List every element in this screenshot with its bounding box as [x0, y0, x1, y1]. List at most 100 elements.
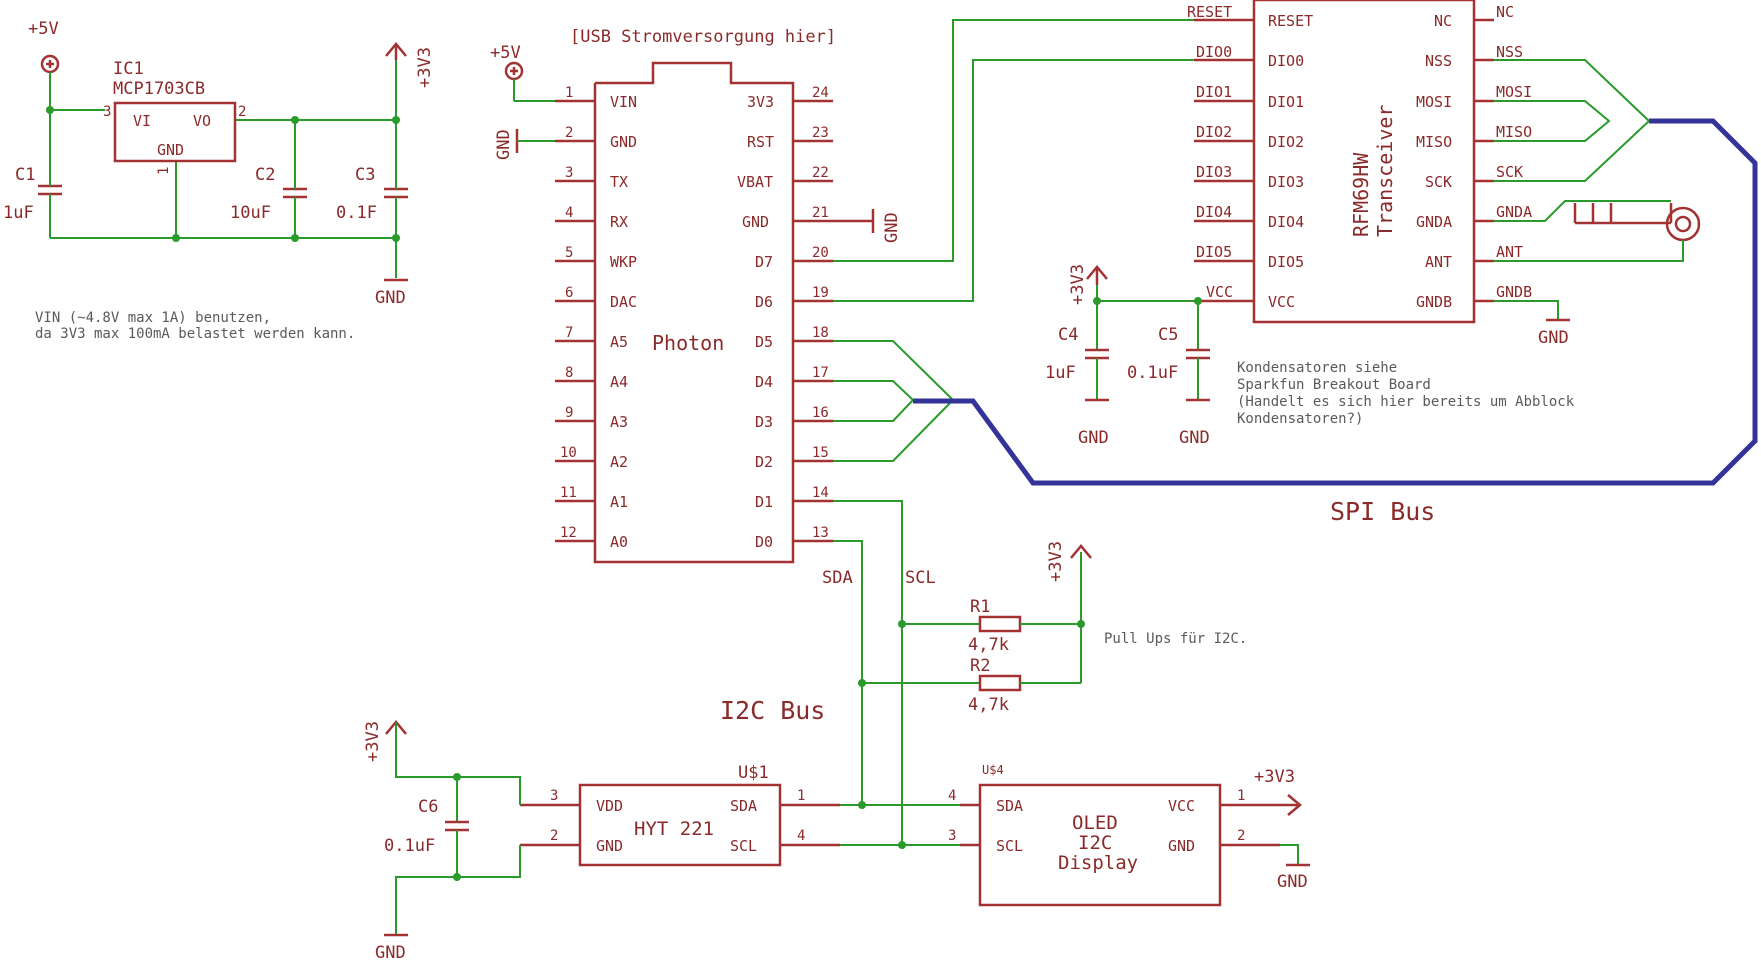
svg-text:2: 2 [550, 828, 558, 844]
rfm-pin-ant: ANT ANT [1425, 243, 1523, 271]
regulator-pin1-num: 1 [156, 167, 172, 175]
rfm-note-line4: Kondensatoren?) [1237, 411, 1363, 427]
resistor-r1 [978, 615, 1022, 633]
svg-text:23: 23 [812, 125, 829, 141]
svg-text:4: 4 [565, 205, 573, 221]
svg-text:DIO1: DIO1 [1196, 83, 1232, 101]
svg-text:DIO0: DIO0 [1268, 52, 1304, 70]
svg-text:22: 22 [812, 165, 829, 181]
svg-text:4: 4 [948, 788, 956, 804]
regulator-vo-pin: VO [193, 112, 211, 130]
svg-text:VCC: VCC [1206, 283, 1233, 301]
regulator-gnd-pin: GND [157, 141, 184, 159]
svg-text:ANT: ANT [1425, 253, 1452, 271]
svg-text:NC: NC [1496, 3, 1514, 21]
svg-text:16: 16 [812, 405, 829, 421]
supply-3v3-arrow: +3V3 [385, 42, 435, 88]
c4-gnd: GND [1078, 428, 1109, 448]
hyt-gnd-label: GND [375, 943, 406, 960]
svg-text:21: 21 [812, 205, 829, 221]
svg-text:3V3: 3V3 [747, 93, 774, 111]
photon-gnd-right-label: GND [882, 212, 902, 243]
pullup-3v3-label: +3V3 [1046, 541, 1066, 582]
hyt-ref: U$1 [738, 763, 769, 783]
hyt-name: HYT 221 [634, 818, 714, 840]
svg-text:ANT: ANT [1496, 243, 1523, 261]
svg-text:1: 1 [1237, 788, 1245, 804]
svg-text:DIO0: DIO0 [1196, 43, 1232, 61]
svg-text:D2: D2 [755, 453, 773, 471]
svg-text:8: 8 [565, 365, 573, 381]
svg-text:MISO: MISO [1496, 123, 1532, 141]
svg-text:4: 4 [797, 828, 805, 844]
svg-text:TX: TX [610, 173, 628, 191]
svg-text:A4: A4 [610, 373, 628, 391]
r1-value: 4,7k [968, 635, 1009, 655]
c3-value: 0.1F [336, 203, 377, 223]
c3-ref: C3 [355, 165, 375, 185]
rfm-body [1252, 0, 1476, 324]
svg-text:VIN: VIN [610, 93, 637, 111]
svg-text:RESET: RESET [1187, 3, 1232, 21]
regulator-note-line2: da 3V3 max 100mA belastet werden kann. [35, 326, 355, 342]
r1-ref: R1 [970, 597, 990, 617]
regulator-3v3-label: +3V3 [415, 47, 435, 88]
svg-text:GNDB: GNDB [1416, 293, 1452, 311]
oled-scl-pin: SCL [996, 837, 1023, 855]
svg-text:15: 15 [812, 445, 829, 461]
svg-text:5: 5 [565, 245, 573, 261]
capacitor-c5: C5 0.1uF GND [1127, 301, 1210, 448]
svg-text:A0: A0 [610, 533, 628, 551]
c1-ref: C1 [15, 165, 35, 185]
svg-text:3: 3 [565, 165, 573, 181]
regulator-5v-label: +5V [28, 19, 59, 39]
oled-name-line2: I2C [1078, 832, 1112, 854]
rfm-note-line3: (Handelt es sich hier bereits um Abblock [1237, 394, 1575, 410]
svg-text:D1: D1 [755, 493, 773, 511]
c5-value: 0.1uF [1127, 363, 1178, 383]
c1-value: 1uF [3, 203, 34, 223]
oled-section: U$4 OLED I2C Display SDA SCL VCC GND 4 3… [948, 763, 1310, 907]
r2-ref: R2 [970, 656, 990, 676]
c4-value: 1uF [1045, 363, 1076, 383]
svg-text:DIO1: DIO1 [1268, 93, 1304, 111]
svg-text:DIO5: DIO5 [1196, 243, 1232, 261]
photon-gnd-left-label: GND [494, 129, 514, 160]
svg-text:10: 10 [560, 445, 577, 461]
svg-text:2: 2 [565, 125, 573, 141]
regulator-pin2-num: 2 [238, 104, 246, 120]
svg-text:D3: D3 [755, 413, 773, 431]
c5-ref: C5 [1158, 325, 1178, 345]
svg-text:WKP: WKP [610, 253, 637, 271]
regulator-ref: IC1 [113, 59, 144, 79]
svg-text:D7: D7 [755, 253, 773, 271]
c6-value: 0.1uF [384, 836, 435, 856]
rfm-name-line2: Transceiver [1373, 105, 1397, 237]
svg-text:DIO4: DIO4 [1196, 203, 1232, 221]
svg-text:GNDA: GNDA [1416, 213, 1452, 231]
